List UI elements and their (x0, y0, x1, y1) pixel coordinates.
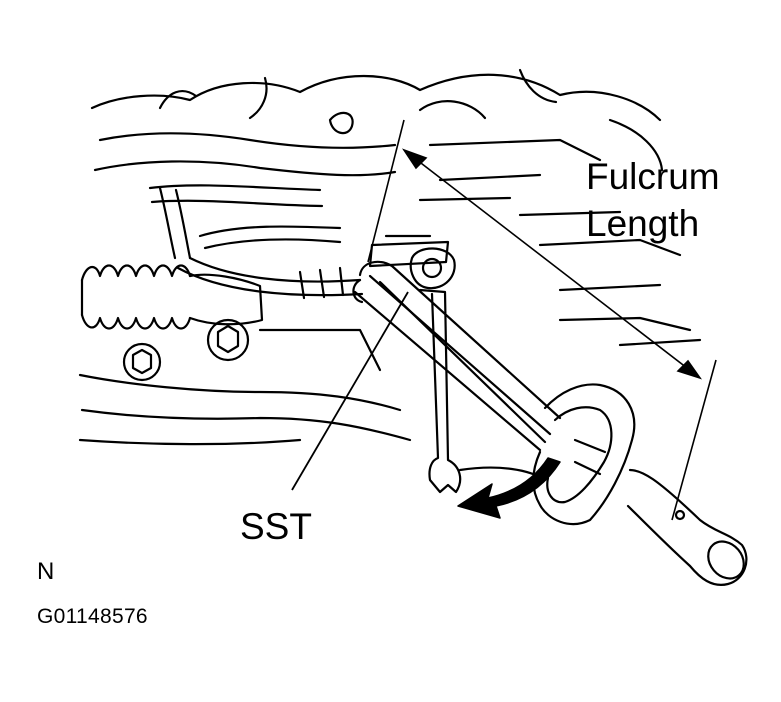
holding-wrench (409, 247, 462, 494)
sst-label: SST (240, 506, 312, 547)
bellows-boot (80, 264, 264, 330)
engine-background (90, 68, 682, 292)
sst-socket-head (352, 234, 450, 304)
fulcrum-length-label-line2: Length (586, 203, 700, 244)
sst-leader-line (291, 291, 409, 491)
lower-subframe (78, 316, 702, 482)
bolt-heads (122, 318, 250, 382)
sst-torque-wrench (353, 260, 748, 586)
fulcrum-length-label-line1: Fulcrum (586, 156, 720, 197)
figure-code: G01148576 (37, 605, 148, 628)
north-indicator: N (37, 558, 55, 585)
curved-arrow-icon (457, 457, 561, 519)
hose-lines (148, 184, 364, 300)
double-headed-arrow-icon (367, 119, 717, 521)
